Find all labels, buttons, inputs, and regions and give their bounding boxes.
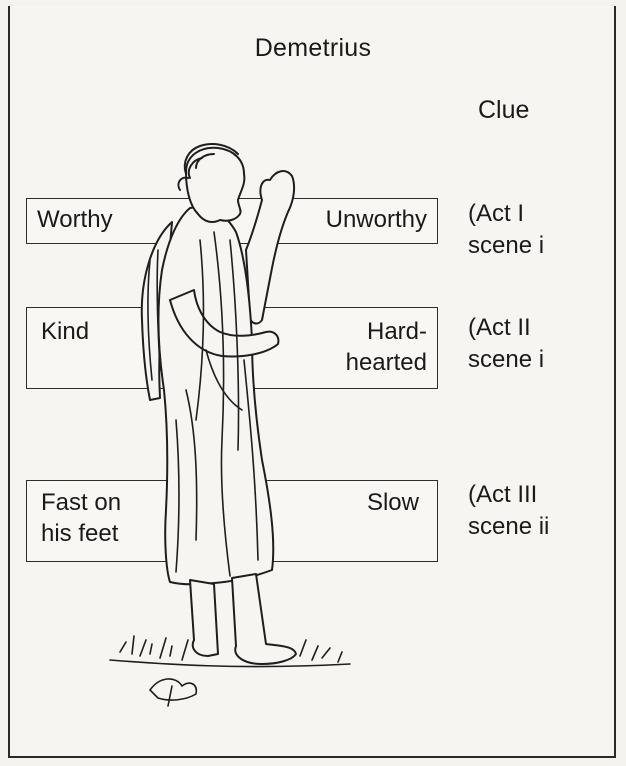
greek-man-in-toga-illustration: [0, 0, 626, 766]
